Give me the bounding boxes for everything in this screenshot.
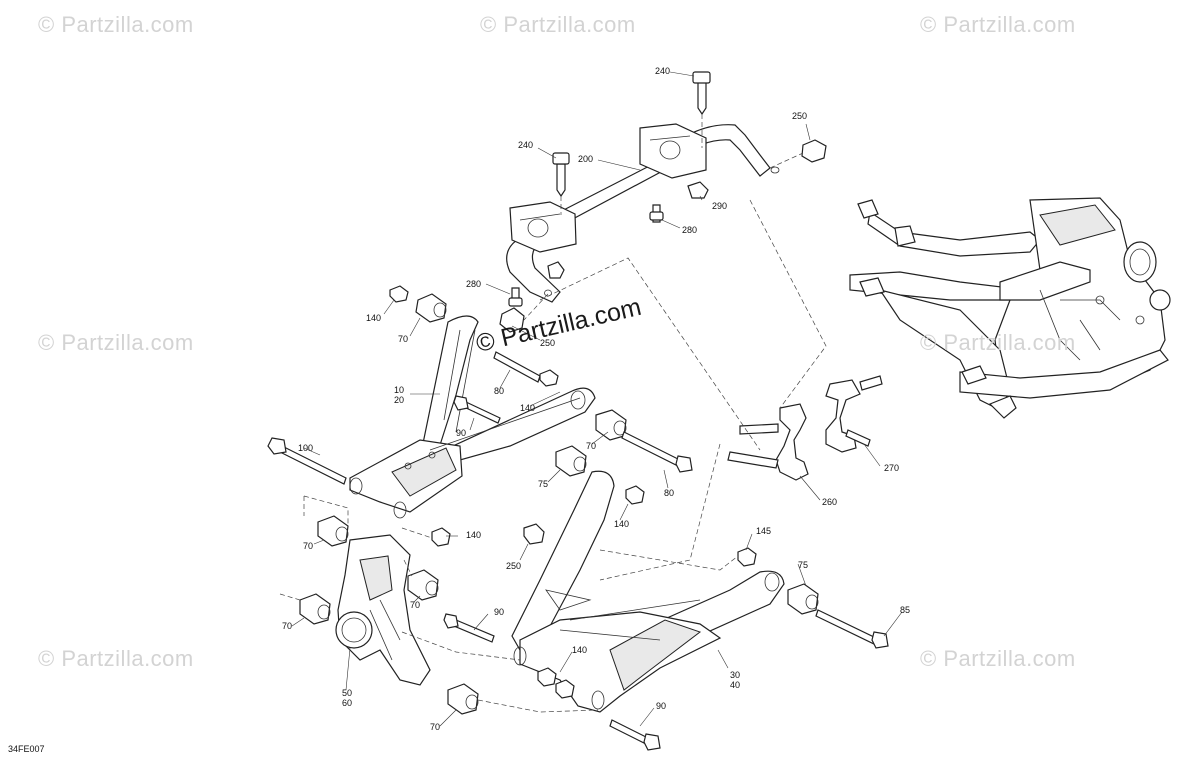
diagram-code: 34FE007 (8, 744, 45, 754)
leader-lines (291, 71, 903, 727)
callout-10[interactable]: 10 (394, 385, 405, 395)
callout-90[interactable]: 90 (494, 607, 505, 617)
callout-75[interactable]: 75 (798, 560, 809, 570)
callout-250[interactable]: 250 (540, 338, 556, 348)
assembly-guide-lines (279, 199, 827, 713)
callout-70[interactable]: 70 (586, 441, 597, 451)
bushings (299, 293, 819, 715)
callout-70[interactable]: 70 (398, 334, 409, 344)
callout-140[interactable]: 140 (572, 645, 588, 655)
assembled-view (849, 197, 1171, 419)
callout-290[interactable]: 290 (712, 201, 728, 211)
callout-140[interactable]: 140 (614, 519, 630, 529)
upper-a-arm (349, 315, 596, 519)
callout-75[interactable]: 75 (538, 479, 549, 489)
bolts (267, 351, 889, 751)
callout-270[interactable]: 270 (884, 463, 900, 473)
callout-145[interactable]: 145 (756, 526, 772, 536)
callout-20[interactable]: 20 (394, 395, 405, 405)
watermark-top-right: © Partzilla.com (920, 12, 1076, 37)
callout-70[interactable]: 70 (410, 600, 421, 610)
callout-40[interactable]: 40 (730, 680, 741, 690)
callout-280[interactable]: 280 (682, 225, 698, 235)
callout-250[interactable]: 250 (506, 561, 522, 571)
callout-280[interactable]: 280 (466, 279, 482, 289)
callout-200[interactable]: 200 (578, 154, 594, 164)
knuckle (335, 534, 431, 686)
callout-260[interactable]: 260 (822, 497, 838, 507)
sway-bar-links (727, 375, 883, 481)
callout-140[interactable]: 140 (366, 313, 382, 323)
watermark-mid-right: © Partzilla.com (920, 330, 1076, 355)
callout-90[interactable]: 90 (656, 701, 667, 711)
callout-85[interactable]: 85 (900, 605, 911, 615)
callout-80[interactable]: 80 (494, 386, 505, 396)
callout-70[interactable]: 70 (430, 722, 441, 732)
nuts (389, 285, 757, 699)
callout-250[interactable]: 250 (792, 111, 808, 121)
callout-30[interactable]: 30 (730, 670, 741, 680)
callout-100[interactable]: 100 (298, 443, 314, 453)
callout-80[interactable]: 80 (664, 488, 675, 498)
callout-70[interactable]: 70 (303, 541, 314, 551)
lower-a-arm (511, 470, 785, 713)
sway-bar (499, 71, 827, 333)
callout-50[interactable]: 50 (342, 688, 353, 698)
callout-70[interactable]: 70 (282, 621, 293, 631)
callout-140[interactable]: 140 (466, 530, 482, 540)
watermark-bottom-right: © Partzilla.com (920, 646, 1076, 671)
watermark-top-center: © Partzilla.com (480, 12, 636, 37)
watermark-mid-left: © Partzilla.com (38, 330, 194, 355)
callout-60[interactable]: 60 (342, 698, 353, 708)
watermark-top-left: © Partzilla.com (38, 12, 194, 37)
callout-240[interactable]: 240 (655, 66, 671, 76)
callout-140[interactable]: 140 (520, 403, 536, 413)
callout-90[interactable]: 90 (456, 428, 467, 438)
callout-240[interactable]: 240 (518, 140, 534, 150)
watermark-bottom-left: © Partzilla.com (38, 646, 194, 671)
